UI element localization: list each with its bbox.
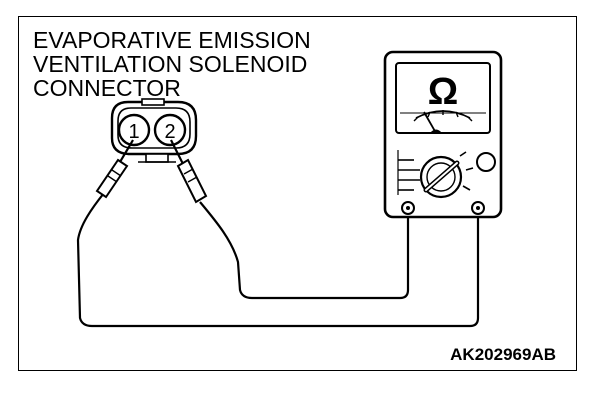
connector-pin-2 — [153, 113, 187, 147]
pin-2-label: 2 — [164, 121, 175, 143]
ohm-symbol: Ω — [428, 71, 458, 113]
pin-1-label: 1 — [128, 121, 139, 143]
diagram-frame — [18, 16, 577, 371]
wire-pin1-to-meter — [76, 192, 480, 328]
connector-pin-1 — [117, 113, 151, 147]
ohmmeter: Ω — [383, 50, 503, 219]
reference-code: AK202969AB — [450, 345, 556, 364]
title-line-3: CONNECTOR — [33, 75, 181, 101]
test-probe-2 — [170, 139, 208, 204]
title-line-2: VENTILATION SOLENOID — [33, 51, 308, 77]
meter-needle — [423, 111, 437, 134]
title-line-1: EVAPORATIVE EMISSION — [33, 27, 311, 53]
wire-pin2-to-meter — [199, 201, 410, 300]
test-probe-1 — [95, 139, 134, 199]
zero-adjust-knob — [476, 152, 496, 172]
